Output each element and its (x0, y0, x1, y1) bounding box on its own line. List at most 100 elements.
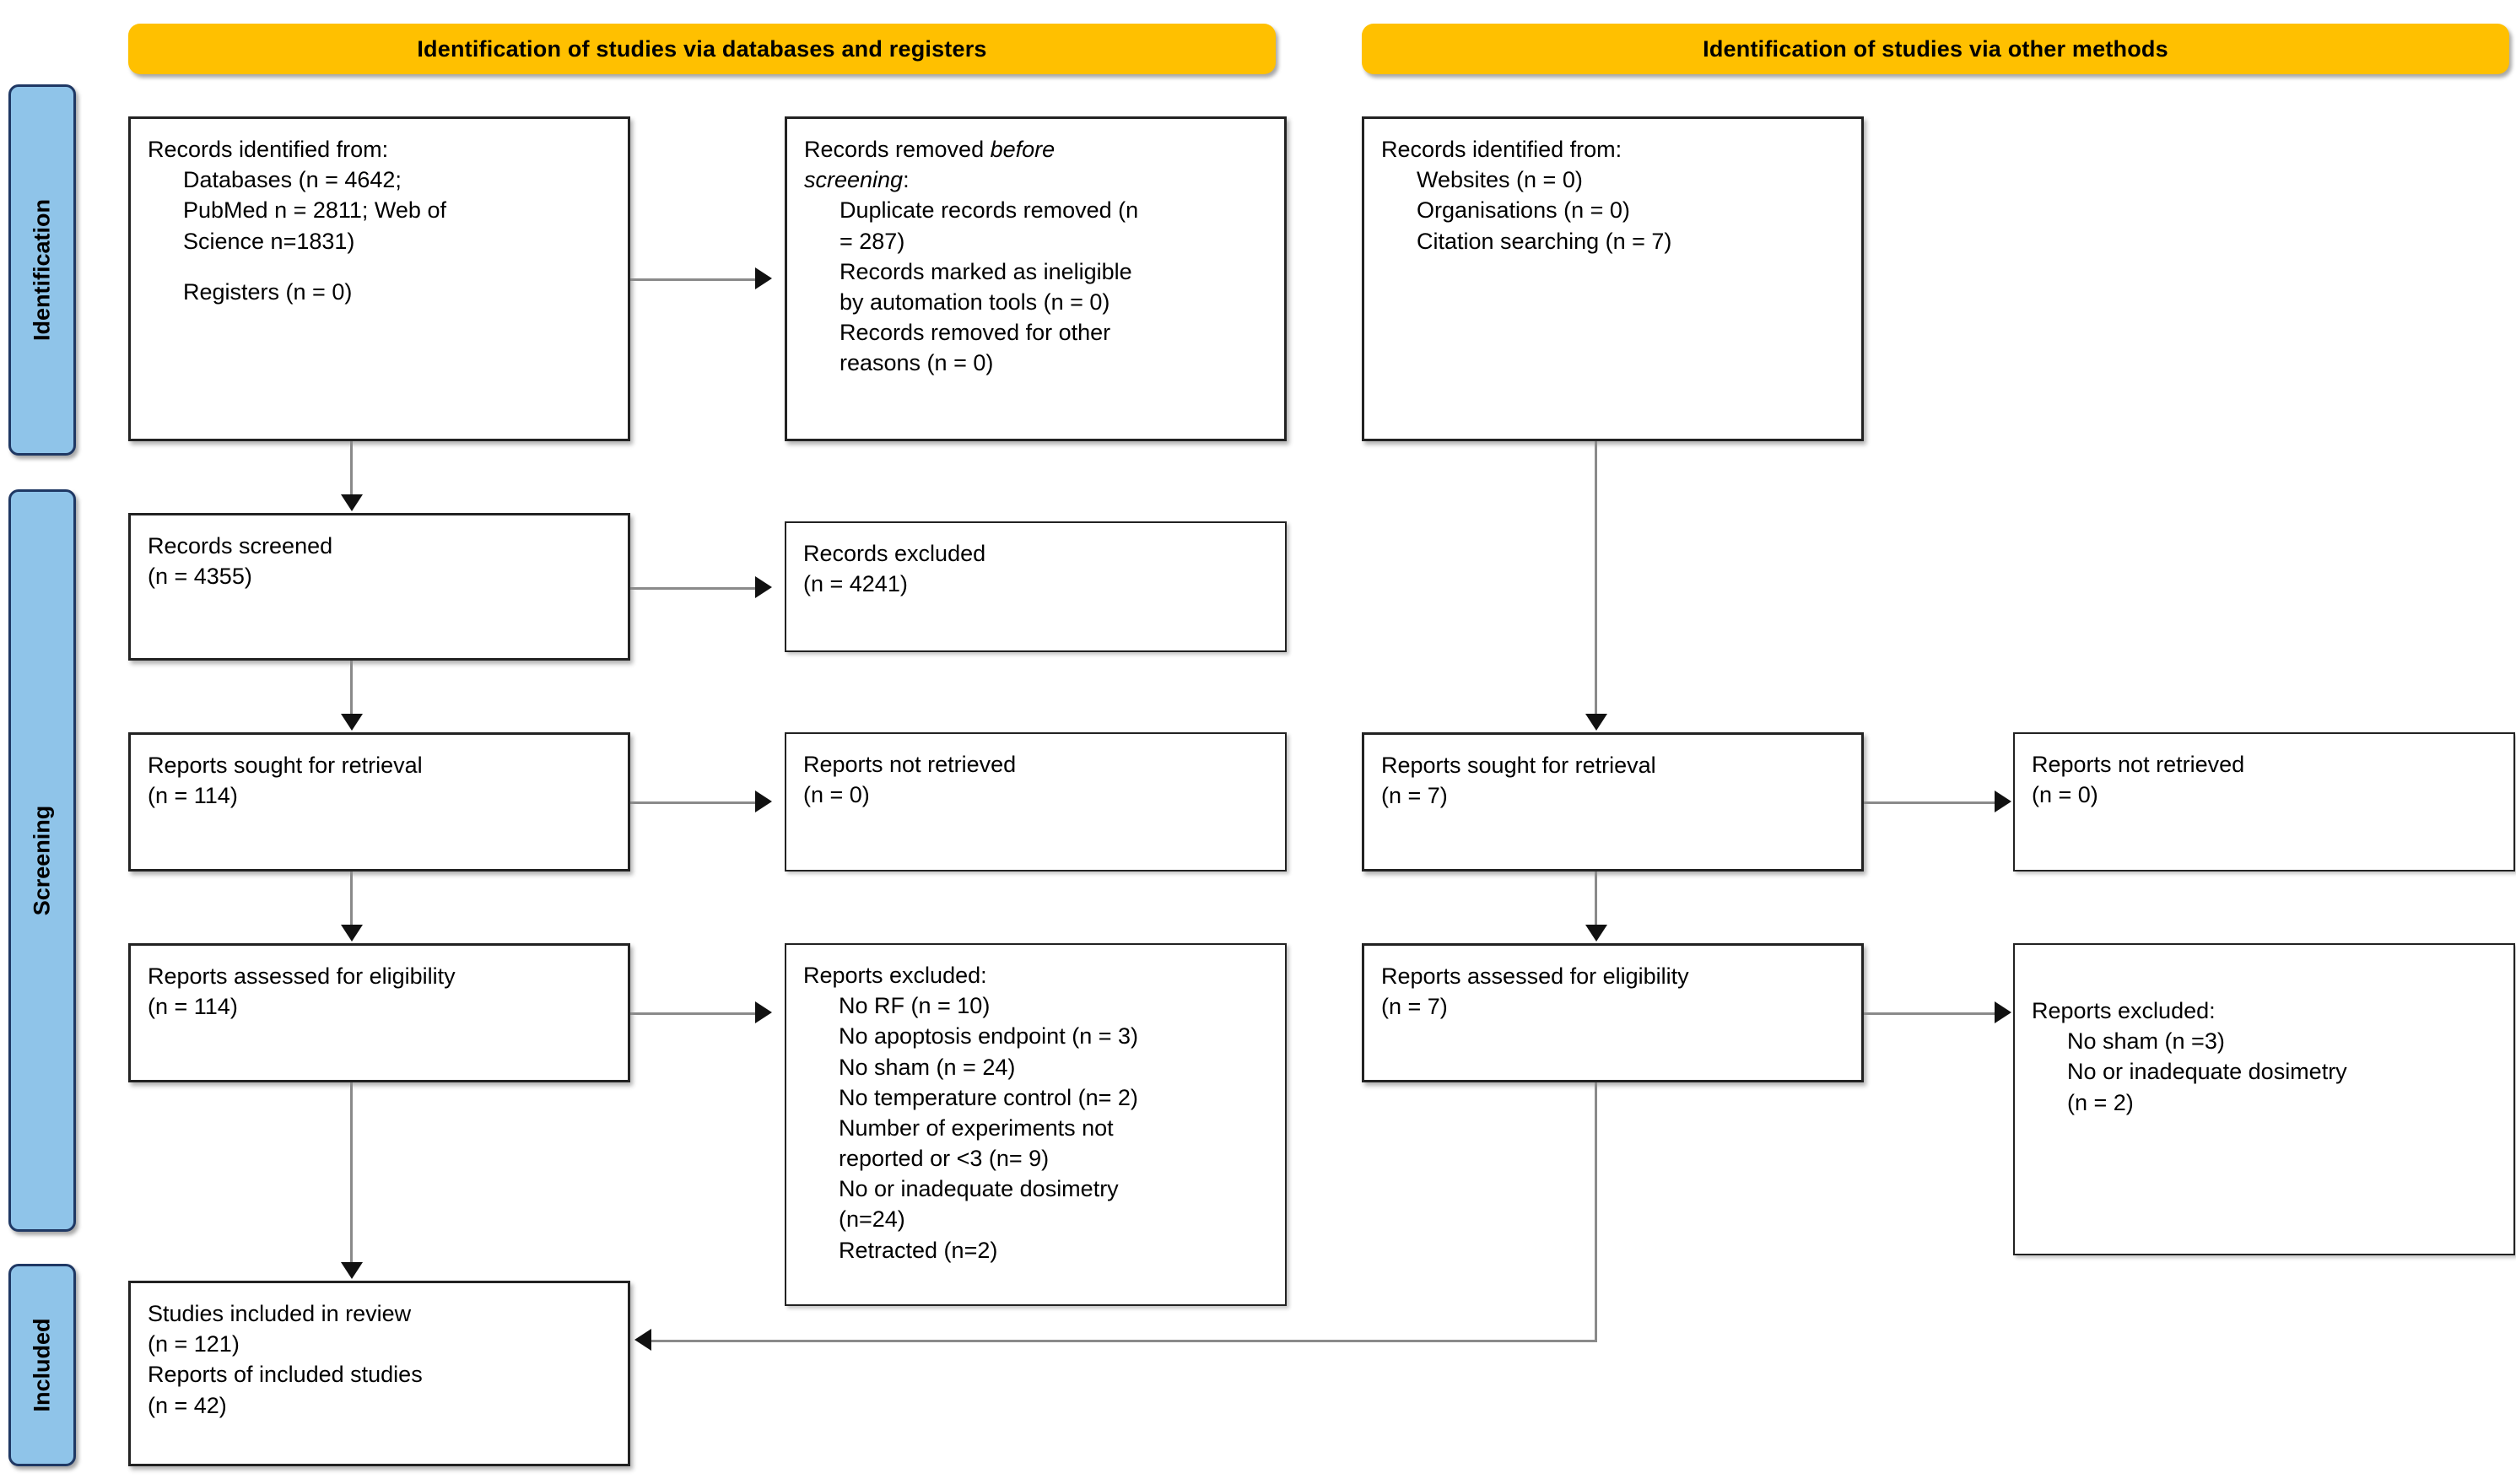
reports-excluded-left-line-5: No temperature control (n= 2) (839, 1084, 1138, 1110)
reports-not-retrieved-left-line-2: (n = 0) (803, 782, 870, 808)
studies-included-line-1: Studies included in review (148, 1301, 412, 1326)
records-removed-line-1: Records removed before (804, 134, 1267, 165)
arrowhead-screened-to-excluded (755, 576, 772, 598)
records-identified-other-line-3: Organisations (n = 0) (1417, 197, 1630, 224)
records-removed-line-4: = 287) (840, 228, 905, 254)
reports-sought-right-line-2: (n = 7) (1381, 783, 1448, 809)
records-removed-line-8: reasons (n = 0) (840, 350, 994, 376)
reports-excluded-right-line-1: Reports excluded: (2032, 998, 2216, 1023)
connector-sought-to-assessed-right (1595, 872, 1597, 925)
arrowhead-identified-other-to-sought-right (1585, 714, 1607, 731)
records-removed-line-3: Duplicate records removed (n (840, 197, 1139, 224)
box-records-excluded: Records excluded (n = 4241) (785, 521, 1287, 652)
banner-databases-registers-label: Identification of studies via databases … (417, 35, 987, 62)
records-identified-line-2: Databases (n = 4642; (183, 167, 402, 193)
stage-rail-identification: Identification (8, 84, 76, 456)
connector-assessed-to-excluded-left (630, 1012, 757, 1015)
records-identified-gap (148, 256, 611, 277)
reports-excluded-left-line-2: No RF (n = 10) (839, 993, 991, 1019)
records-screened-line-2: (n = 4355) (148, 564, 252, 590)
stage-rail-screening-label: Screening (29, 805, 55, 916)
reports-excluded-left-line-9: (n=24) (839, 1206, 905, 1233)
box-reports-assessed-left: Reports assessed for eligibility (n = 11… (128, 943, 630, 1082)
reports-excluded-right-line-4: (n = 2) (2067, 1089, 2134, 1115)
records-identified-line-4: Science n=1831) (183, 228, 355, 254)
box-reports-excluded-left: Reports excluded: No RF (n = 10) No apop… (785, 943, 1287, 1306)
records-excluded-line-1: Records excluded (803, 541, 986, 566)
reports-assessed-left-line-2: (n = 114) (148, 994, 238, 1020)
connector-assessed-to-excluded-right (1864, 1012, 1996, 1015)
connector-identified-other-to-sought-right (1595, 441, 1597, 714)
studies-included-line-4: (n = 42) (148, 1392, 227, 1418)
connector-sought-to-not-retrieved-right (1864, 801, 1996, 804)
stage-rail-screening: Screening (8, 489, 76, 1232)
records-removed-line-6: by automation tools (n = 0) (840, 289, 1110, 315)
studies-included-line-2: (n = 121) (148, 1331, 240, 1357)
arrowhead-other-arm-to-included (634, 1329, 651, 1351)
records-removed-l1-text: Records removed (804, 137, 991, 162)
connector-assessed-to-included (350, 1082, 353, 1262)
connector-other-arm-elbow-horizontal (651, 1340, 1597, 1342)
connector-sought-to-assessed-left (350, 872, 353, 925)
arrowhead-sought-to-not-retrieved-left (755, 791, 772, 812)
records-removed-line-2: screening: (804, 165, 1267, 195)
connector-identified-to-screened (350, 441, 353, 496)
arrowhead-identified-to-screened (341, 494, 363, 511)
box-reports-not-retrieved-right: Reports not retrieved (n = 0) (2013, 732, 2515, 872)
reports-not-retrieved-right-line-1: Reports not retrieved (2032, 752, 2245, 777)
records-identified-other-line-4: Citation searching (n = 7) (1417, 228, 1672, 254)
banner-other-methods-label: Identification of studies via other meth… (1703, 35, 2168, 62)
connector-screened-to-sought (350, 661, 353, 714)
records-removed-line-7: Records removed for other (840, 320, 1111, 346)
records-identified-line-3: PubMed n = 2811; Web of (183, 197, 446, 224)
arrowhead-assessed-to-included (341, 1262, 363, 1279)
records-identified-other-line-2: Websites (n = 0) (1417, 167, 1583, 193)
box-records-removed-before-screening: Records removed before screening: Duplic… (785, 116, 1287, 441)
reports-not-retrieved-right-line-2: (n = 0) (2032, 782, 2098, 808)
box-records-identified-other: Records identified from: Websites (n = 0… (1362, 116, 1864, 441)
records-identified-line-5: Registers (n = 0) (183, 278, 353, 305)
records-identified-line-1: Records identified from: (148, 137, 389, 162)
reports-excluded-left-line-10: Retracted (n=2) (839, 1237, 998, 1263)
reports-excluded-left-line-6: Number of experiments not (839, 1114, 1114, 1141)
box-reports-not-retrieved-left: Reports not retrieved (n = 0) (785, 732, 1287, 872)
reports-excluded-left-line-1: Reports excluded: (803, 963, 987, 988)
box-records-identified: Records identified from: Databases (n = … (128, 116, 630, 441)
reports-assessed-left-line-1: Reports assessed for eligibility (148, 963, 456, 989)
reports-excluded-left-line-3: No apoptosis endpoint (n = 3) (839, 1023, 1138, 1050)
records-screened-line-1: Records screened (148, 533, 333, 559)
records-removed-l1-emphasis: before (990, 137, 1056, 162)
arrowhead-sought-to-assessed-right (1585, 925, 1607, 942)
reports-excluded-left-line-4: No sham (n = 24) (839, 1054, 1016, 1080)
banner-databases-registers: Identification of studies via databases … (128, 24, 1276, 74)
reports-excluded-left-line-7: reported or <3 (n= 9) (839, 1146, 1050, 1172)
arrowhead-sought-to-not-retrieved-right (1995, 791, 2011, 812)
banner-other-methods: Identification of studies via other meth… (1362, 24, 2509, 74)
connector-sought-to-not-retrieved-left (630, 801, 757, 804)
box-reports-assessed-right: Reports assessed for eligibility (n = 7) (1362, 943, 1864, 1082)
arrowhead-assessed-to-excluded-right (1995, 1001, 2011, 1023)
box-reports-excluded-right: Reports excluded: No sham (n =3) No or i… (2013, 943, 2515, 1255)
reports-excluded-right-line-3: No or inadequate dosimetry (2067, 1059, 2347, 1085)
stage-rail-included: Included (8, 1264, 76, 1466)
records-removed-line-5: Records marked as ineligible (840, 258, 1132, 284)
box-reports-sought-right: Reports sought for retrieval (n = 7) (1362, 732, 1864, 872)
records-excluded-line-2: (n = 4241) (803, 571, 908, 597)
arrowhead-assessed-to-excluded-left (755, 1001, 772, 1023)
reports-excluded-left-line-8: No or inadequate dosimetry (839, 1176, 1119, 1202)
stage-rail-identification-label: Identification (29, 199, 55, 341)
connector-screened-to-excluded (630, 587, 757, 590)
reports-sought-left-line-2: (n = 114) (148, 783, 238, 809)
arrowhead-sought-to-assessed-left (341, 925, 363, 942)
studies-included-line-3: Reports of included studies (148, 1362, 423, 1388)
stage-rail-included-label: Included (29, 1318, 55, 1412)
arrowhead-screened-to-sought (341, 714, 363, 731)
box-studies-included: Studies included in review (n = 121) Rep… (128, 1281, 630, 1466)
arrowhead-identified-to-removed (755, 267, 772, 289)
records-removed-l2-tail: : (903, 167, 910, 193)
reports-sought-left-line-1: Reports sought for retrieval (148, 753, 423, 778)
records-identified-other-line-1: Records identified from: (1381, 137, 1622, 162)
records-removed-l2-emphasis: screening (804, 167, 904, 193)
reports-sought-right-line-1: Reports sought for retrieval (1381, 753, 1656, 778)
